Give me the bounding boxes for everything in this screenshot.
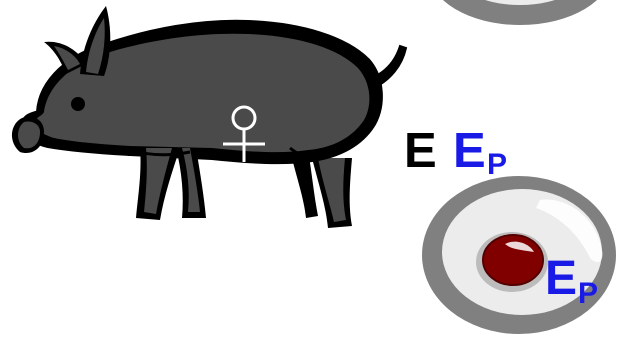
label-ep-main: E: [453, 127, 486, 176]
pig-icon: [12, 6, 406, 228]
label-ep-egg: E: [545, 255, 577, 303]
label-ep-egg-subscript: P: [578, 279, 598, 309]
label-ep-main-subscript: P: [487, 150, 507, 180]
egg-icon: [422, 176, 616, 334]
top-egg-icon: [428, 0, 612, 25]
label-e: E: [404, 127, 437, 176]
